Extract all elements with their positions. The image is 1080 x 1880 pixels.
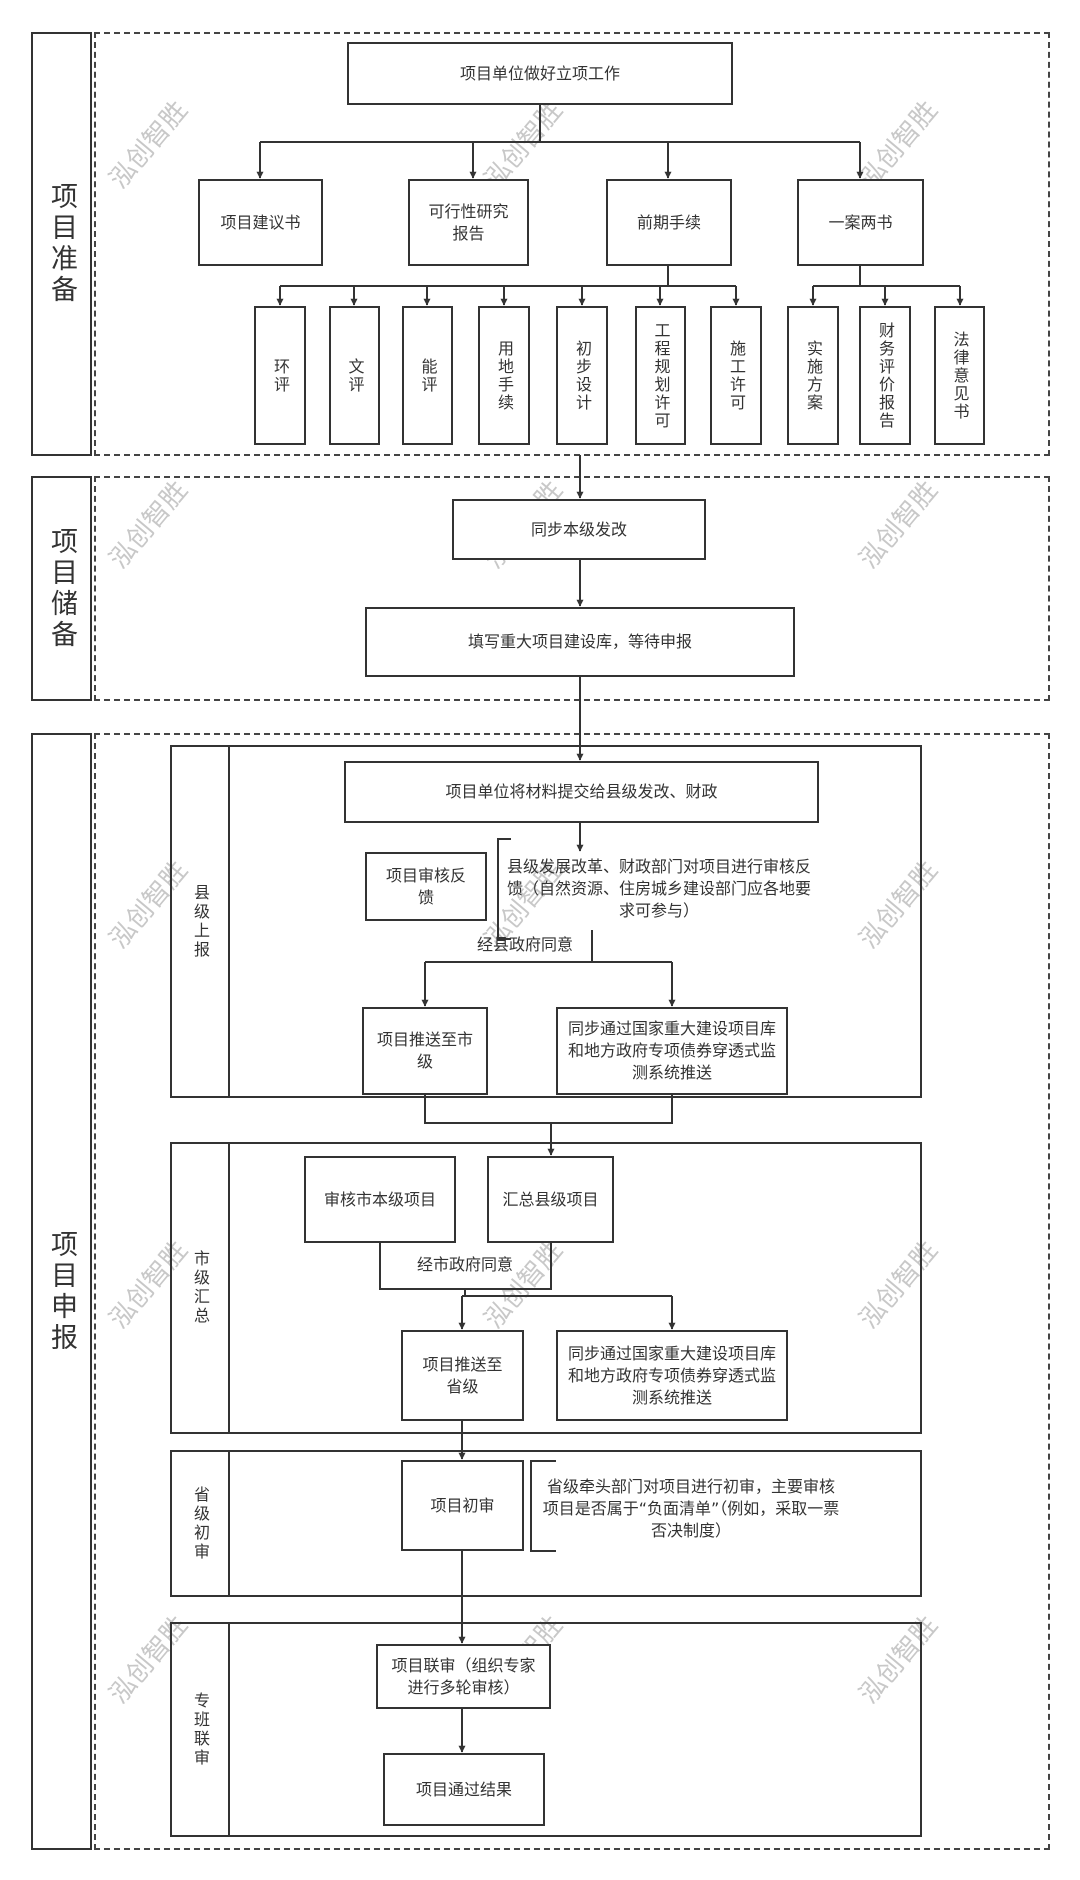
stage-area-reserve [94,476,1050,701]
annotation-bracket [530,1460,556,1552]
lane-header: 省级初审 [172,1452,230,1595]
node-preliminary-design[interactable]: 初步设计 [556,306,608,445]
node-energy-assessment[interactable]: 能评 [402,306,453,445]
node-env-assessment[interactable]: 环评 [254,306,306,445]
stage-area-apply [94,733,1050,1850]
node-push-to-city[interactable]: 项目推送至市级 [362,1007,488,1095]
stage-label-reserve: 项目储备 [31,476,92,701]
node-land-procedures[interactable]: 用地手续 [478,306,530,445]
node-financial-report[interactable]: 财务评价报告 [859,306,911,445]
node-plan-and-reports[interactable]: 一案两书 [797,179,924,266]
lane-province: 省级初审 [170,1450,922,1597]
lane-county: 县级上报 [170,745,922,1098]
lane-joint-review: 专班联审 [170,1622,922,1837]
stage-label-text: 项目储备 [46,526,77,651]
lane-title: 省级初审 [191,1485,210,1562]
node-proposal[interactable]: 项目建议书 [198,179,323,266]
node-cultural-assessment[interactable]: 文评 [329,306,380,445]
node-review-city-projects[interactable]: 审核市本级项目 [304,1156,456,1243]
annotation-province-review: 省级牵头部门对项目进行初审，主要审核项目是否属于“负面清单”（例如，采取一票否决… [542,1477,840,1540]
lane-city: 市级汇总 [170,1142,922,1434]
node-collect-county-projects[interactable]: 汇总县级项目 [487,1156,614,1243]
annotation-bracket [497,838,511,940]
node-review-feedback[interactable]: 项目审核反馈 [365,852,487,921]
node-push-to-province[interactable]: 项目推送至省级 [401,1330,524,1421]
lane-header: 市级汇总 [172,1144,230,1432]
node-planning-permit[interactable]: 工程规划许可 [635,306,686,445]
lane-title: 市级汇总 [191,1250,210,1326]
label-city-approval: 经市政府同意 [416,1255,513,1274]
stage-area-prep [94,32,1050,456]
node-fill-project-library[interactable]: 填写重大项目建设库，等待申报 [365,607,795,677]
node-city-sync-system[interactable]: 同步通过国家重大建设项目库和地方政府专项债券穿透式监测系统推送 [556,1330,788,1421]
stage-label-text: 项目申报 [46,1229,77,1354]
node-approval-result[interactable]: 项目通过结果 [383,1753,545,1826]
node-submit-materials[interactable]: 项目单位将材料提交给县级发改、财政 [344,761,819,823]
stage-label-prep: 项目准备 [31,32,92,456]
stage-label-text: 项目准备 [46,182,77,306]
node-joint-review[interactable]: 项目联审（组织专家进行多轮审核） [376,1644,551,1709]
label-county-approval: 经县政府同意 [476,935,573,954]
lane-header: 县级上报 [172,747,230,1096]
node-sync-local-ndrc[interactable]: 同步本级发改 [452,499,706,560]
stage-label-apply: 项目申报 [31,733,92,1850]
node-implementation-plan[interactable]: 实施方案 [787,306,839,445]
node-feasibility-report[interactable]: 可行性研究报告 [408,179,529,266]
merge-line [424,1095,673,1124]
node-legal-opinion[interactable]: 法律意见书 [934,306,985,445]
lane-header: 专班联审 [172,1624,230,1835]
node-construction-permit[interactable]: 施工许可 [710,306,762,445]
node-initial-review[interactable]: 项目初审 [401,1460,524,1551]
node-county-sync-system[interactable]: 同步通过国家重大建设项目库和地方政府专项债券穿透式监测系统推送 [556,1007,788,1095]
node-preliminary-procedures[interactable]: 前期手续 [606,179,732,266]
lane-title: 县级上报 [191,883,210,960]
annotation-county-review: 县级发展改革、财政部门对项目进行审核反馈（自然资源、住房城乡建设部门应各地要求可… [506,857,811,920]
lane-title: 专班联审 [191,1691,210,1768]
